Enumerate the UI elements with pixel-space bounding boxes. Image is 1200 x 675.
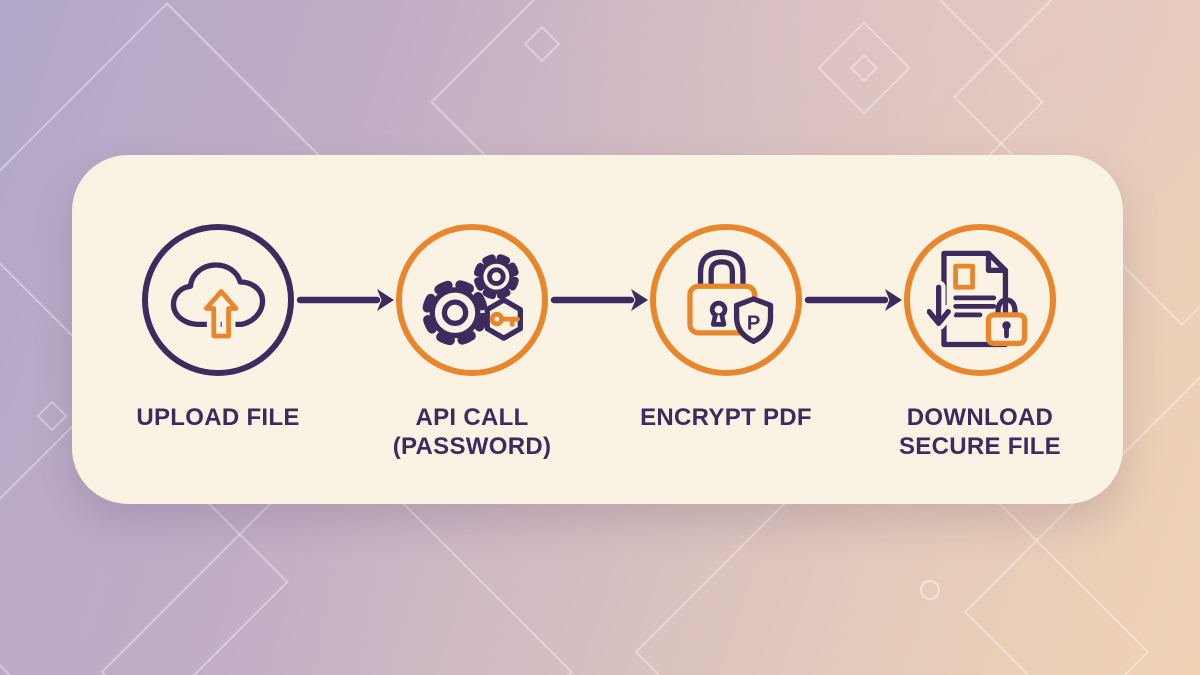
shackle-inner — [708, 259, 736, 295]
small-diamond — [36, 400, 68, 432]
step-label-line: UPLOAD FILE — [136, 404, 300, 431]
step-circle-upload — [142, 224, 294, 376]
image-placeholder — [953, 263, 975, 290]
big-gear-teeth — [422, 279, 488, 346]
nested-diamond-inner — [849, 53, 879, 83]
step-label-download: DOWNLOAD SECURE FILE — [850, 403, 1110, 461]
nested-diamond-outer — [817, 21, 911, 115]
down-arrow-shape — [927, 284, 951, 326]
step-circle-encrypt: P — [650, 224, 802, 376]
step-label-line: (PASSWORD) — [392, 433, 552, 460]
padlock-shield-icon: P — [687, 249, 774, 344]
step-label-encrypt: ENCRYPT PDF — [596, 403, 856, 432]
shield-shape — [733, 296, 774, 344]
page-fold — [985, 250, 1009, 273]
small-circle — [920, 580, 940, 600]
shield-letter: P — [747, 312, 760, 334]
step-label-upload: UPLOAD FILE — [88, 403, 348, 432]
step-label-line: DOWNLOAD — [906, 404, 1054, 431]
cloud-shape — [170, 262, 266, 328]
step-circle-api — [396, 224, 548, 376]
small-diamond — [523, 25, 561, 63]
small-lock-shackle — [995, 297, 1018, 320]
step-label-line: ENCRYPT PDF — [640, 404, 812, 431]
file-download-lock-icon — [927, 250, 1028, 348]
step-label-line: API CALL — [415, 404, 529, 431]
small-gear-teeth — [473, 253, 520, 300]
shackle-outer — [697, 249, 746, 295]
up-arrow-shape — [203, 289, 239, 339]
step-label-line: SECURE FILE — [899, 433, 1061, 460]
text-lines — [953, 295, 997, 318]
step-circle-download — [904, 224, 1056, 376]
cloud-upload-icon — [170, 262, 266, 343]
step-label-api: API CALL (PASSWORD) — [342, 403, 602, 461]
gears-api-icon — [422, 253, 523, 346]
